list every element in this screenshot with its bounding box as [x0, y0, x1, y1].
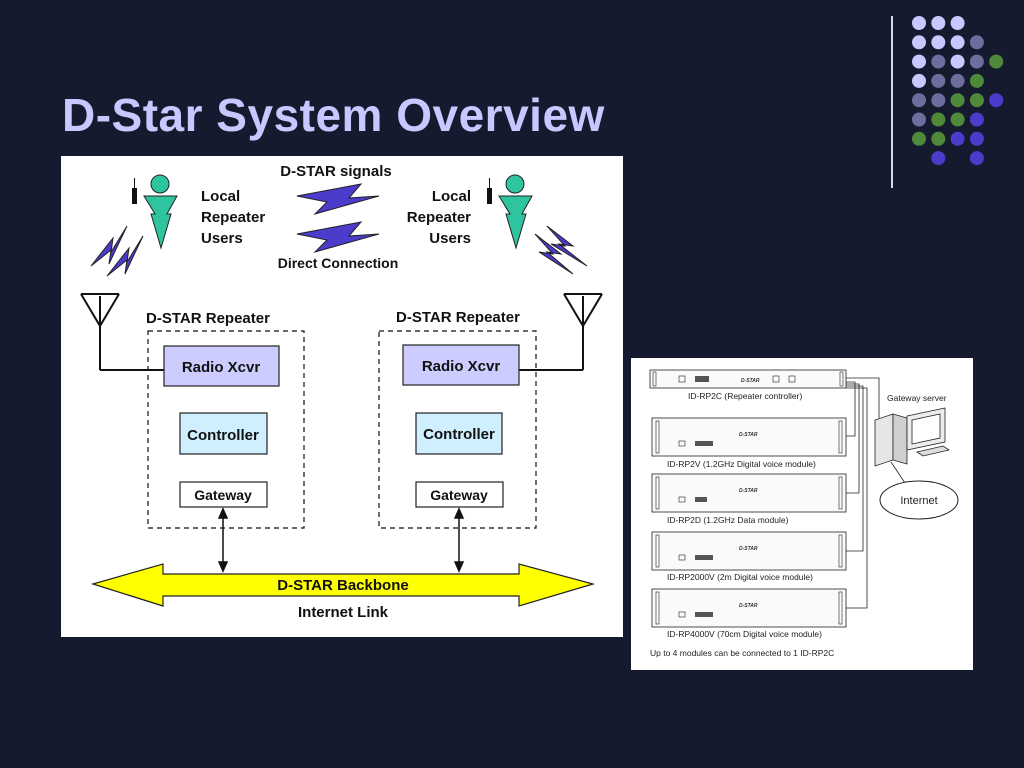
gateway-right-label: Gateway [430, 487, 488, 503]
module-1-label: ID-RP2V (1.2GHz Digital voice module) [667, 459, 816, 469]
controller-left-label: Controller [187, 427, 259, 444]
module-cables [846, 377, 880, 609]
internet-link-label: Internet Link [298, 604, 389, 621]
module-4-unit: D-STAR [651, 588, 847, 628]
decorative-dot [950, 16, 965, 30]
decorative-dot [912, 16, 926, 30]
antenna-left-icon [80, 293, 164, 371]
radio-right-box [402, 344, 520, 386]
decorative-dot [950, 93, 965, 108]
decorative-dot [931, 16, 946, 30]
decorative-dot [931, 93, 946, 108]
footnote: Up to 4 modules can be connected to 1 ID… [650, 648, 834, 658]
decorative-dot [969, 131, 984, 146]
decorative-dot [912, 54, 926, 69]
repeater-right-box [378, 330, 537, 529]
divider-line [891, 16, 893, 188]
signals-label: D-STAR signals [280, 163, 391, 180]
direct-connection-label: Direct Connection [278, 255, 399, 271]
controller-right-box [415, 412, 503, 455]
decorative-dot [931, 112, 946, 127]
brand-logo: D-STAR [739, 432, 758, 438]
backbone-label: D-STAR Backbone [277, 577, 408, 594]
gateway-right-arrow [453, 507, 465, 573]
slide-title: D-Star System Overview [62, 89, 605, 141]
gateway-server-label: Gateway server [887, 393, 947, 403]
backbone-arrow [90, 563, 596, 607]
internet-label: Internet [900, 495, 937, 507]
decorative-dot [969, 151, 984, 166]
users-right-line3: Users [429, 230, 471, 247]
computer-icon [874, 407, 950, 499]
decorative-dot [912, 93, 926, 108]
controller-right-label: Controller [423, 426, 495, 443]
users-right-line2: Repeater [407, 209, 471, 226]
decorative-dot [931, 131, 946, 146]
module-2-unit: D-STAR [651, 473, 847, 513]
decorative-dot [931, 35, 946, 50]
gateway-left-box [179, 481, 268, 508]
brand-logo: D-STAR [739, 603, 758, 609]
gateway-right-box [415, 481, 504, 508]
decorative-dot [950, 35, 965, 50]
decorative-dot [989, 93, 1004, 108]
brand-logo: D-STAR [739, 546, 758, 552]
brand-logo: D-STAR [739, 488, 758, 494]
controller-label: ID-RP2C (Repeater controller) [688, 391, 802, 401]
decorative-dot [912, 131, 926, 146]
decorative-dot [912, 73, 926, 88]
radio-left-label: Radio Xcvr [182, 359, 261, 376]
module-4-label: ID-RP4000V (70cm Digital voice module) [667, 629, 822, 639]
users-left-line3: Users [201, 230, 243, 247]
decorative-dot [912, 35, 926, 50]
decorative-dot [950, 112, 965, 127]
radio-right-label: Radio Xcvr [422, 358, 501, 375]
repeater-right-title: D-STAR Repeater [396, 309, 520, 326]
controller-left-box [179, 412, 268, 455]
user-right-icon [487, 174, 533, 250]
users-left-line2: Repeater [201, 209, 265, 226]
gateway-left-label: Gateway [194, 487, 252, 503]
decorative-dot [950, 54, 965, 69]
decorative-dot [950, 131, 965, 146]
decorative-dot [969, 73, 984, 88]
decorative-dot [969, 35, 984, 50]
radio-left-box [163, 345, 280, 387]
module-3-label: ID-RP2000V (2m Digital voice module) [667, 572, 813, 582]
repeater-left-title: D-STAR Repeater [146, 310, 270, 327]
left-lightning-icon [90, 225, 144, 277]
antenna-right-icon [519, 293, 603, 371]
decorative-dot [931, 151, 946, 166]
decorative-dot [912, 112, 926, 127]
center-lightning-icon [296, 183, 380, 253]
module-1-unit: D-STAR [651, 417, 847, 457]
decorative-dot [989, 54, 1004, 69]
decorative-dot-grid [912, 16, 1004, 166]
decorative-dot [950, 73, 965, 88]
decorative-dot [969, 54, 984, 69]
gateway-left-arrow [217, 507, 229, 573]
brand-logo: D-STAR [741, 378, 760, 384]
module-2-label: ID-RP2D (1.2GHz Data module) [667, 515, 789, 525]
repeater-left-box [147, 330, 305, 529]
module-3-unit: D-STAR [651, 531, 847, 571]
decorative-dot [931, 73, 946, 88]
controller-unit: D-STAR [649, 369, 847, 389]
decorative-dot [969, 93, 984, 108]
users-right-line1: Local [432, 188, 471, 205]
user-left-icon [132, 174, 178, 250]
internet-cloud [879, 480, 959, 520]
users-left-line1: Local [201, 188, 240, 205]
right-lightning-icon [534, 225, 588, 275]
decorative-dot [969, 112, 984, 127]
decorative-dot [931, 54, 946, 69]
repeater-hardware-diagram: D-STAR ID-RP2C (Repeater controller) D-S… [631, 358, 973, 670]
dstar-network-diagram: D-STAR signals Direct Connection Local R… [61, 156, 623, 637]
